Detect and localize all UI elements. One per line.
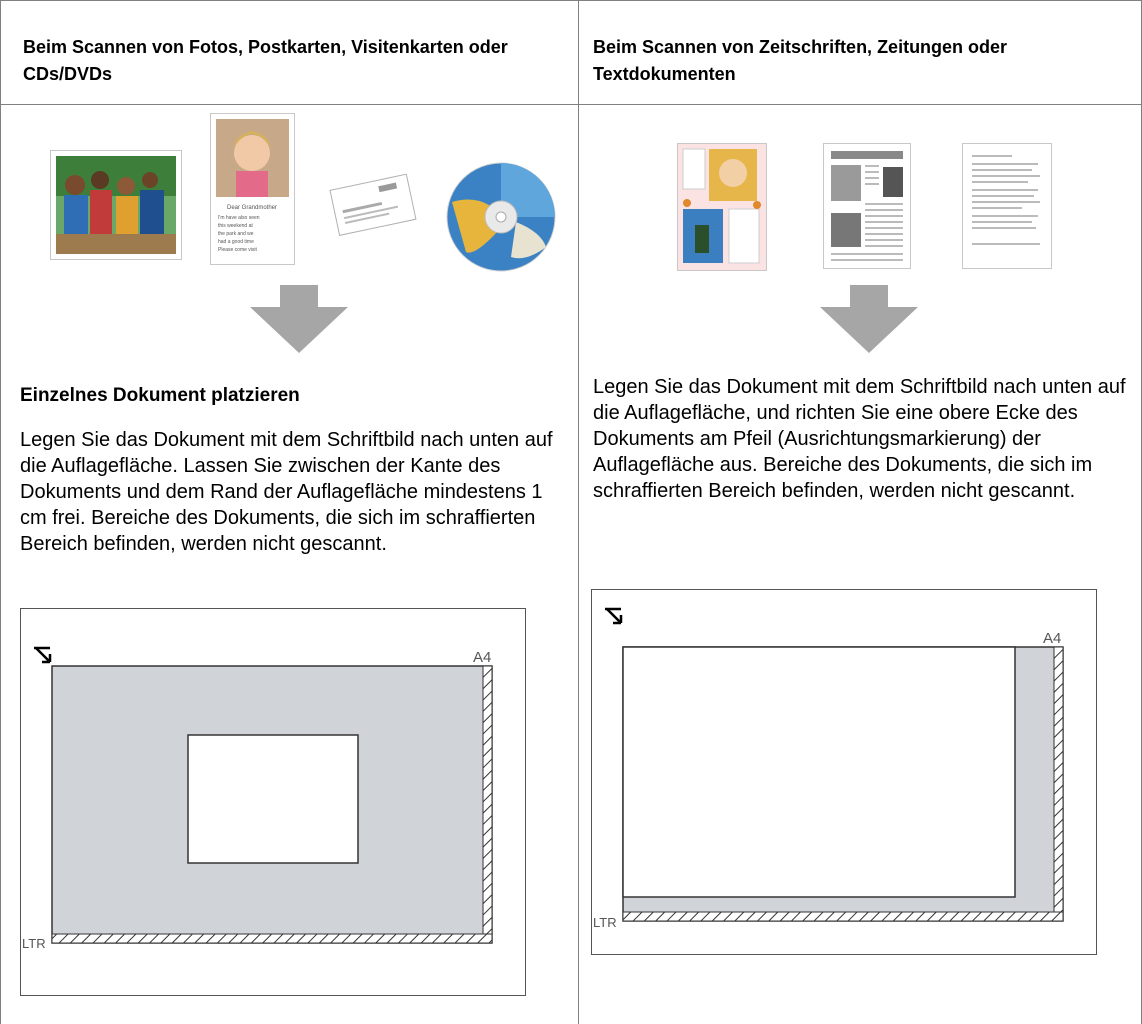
platen-diagram-photos: A4 LTR xyxy=(20,608,526,996)
column-header-photos: Beim Scannen von Fotos, Postkarten, Visi… xyxy=(23,37,508,84)
svg-text:Please come visit: Please come visit xyxy=(218,247,258,253)
photo-thumbnail-icon xyxy=(50,150,182,260)
table-top-border xyxy=(0,0,1142,1)
instruction-text-magazines: Legen Sie das Dokument mit dem Schriftbi… xyxy=(593,376,1126,502)
business-card-icon xyxy=(329,173,417,236)
alignment-mark-icon xyxy=(606,608,623,625)
header-row-divider xyxy=(0,104,1142,105)
postcard-thumbnail-icon: Dear Grandmother I'm have also seen this… xyxy=(210,113,295,265)
svg-text:had a good time: had a good time xyxy=(218,239,254,245)
a4-label: A4 xyxy=(1043,630,1061,647)
down-arrow-icon xyxy=(250,285,348,353)
a4-label: A4 xyxy=(473,649,491,666)
ltr-label: LTR xyxy=(593,915,617,930)
down-arrow-icon xyxy=(820,285,918,353)
alignment-mark-icon xyxy=(35,647,52,664)
platen-diagram-magazines: A4 LTR xyxy=(591,589,1097,955)
svg-text:this weekend at: this weekend at xyxy=(218,223,253,229)
column-header-magazines: Beim Scannen von Zeitschriften, Zeitunge… xyxy=(593,37,1008,84)
newspaper-thumbnail-icon xyxy=(823,143,911,269)
magazine-thumbnail-icon xyxy=(677,143,767,271)
svg-text:the park and we: the park and we xyxy=(218,231,254,237)
text-document-thumbnail-icon xyxy=(962,143,1052,269)
column-divider xyxy=(578,0,579,1024)
cd-dvd-icon xyxy=(446,162,556,272)
svg-text:I'm have also seen: I'm have also seen xyxy=(218,215,260,221)
postcard-title: Dear Grandmother xyxy=(227,205,277,211)
ltr-label: LTR xyxy=(22,936,46,951)
section-heading: Einzelnes Dokument platzieren xyxy=(20,385,300,406)
instruction-text-photos: Legen Sie das Dokument mit dem Schriftbi… xyxy=(20,429,553,555)
